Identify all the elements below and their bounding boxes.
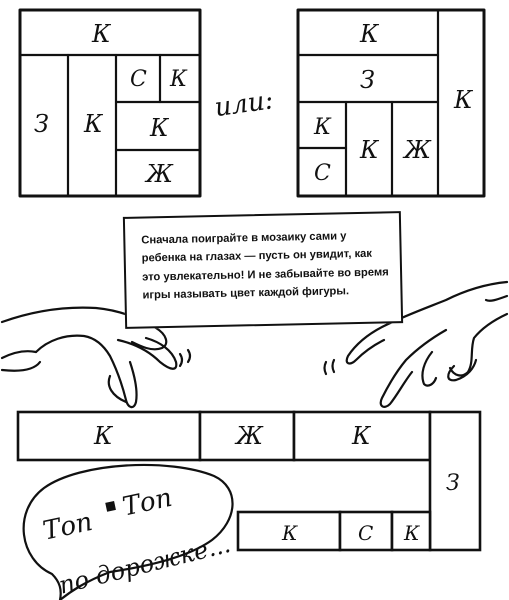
speech-bubble: Топ Топ по дорожке... xyxy=(22,463,234,600)
mosaic1-small2-letter: К xyxy=(169,67,188,92)
caption-dash-icon xyxy=(105,501,116,512)
mosaic2-small-top-letter: К xyxy=(313,115,332,140)
mosaic1-right-letter: К xyxy=(149,114,170,142)
caption-line1-b: Топ xyxy=(120,483,175,523)
mosaic2-middle-letter: З xyxy=(360,66,375,94)
mosaic1-mid-letter: К xyxy=(83,110,104,138)
mosaic1-bottom-letter: Ж xyxy=(144,160,174,188)
mosaic-1: К З К С К К Ж xyxy=(18,8,202,198)
path-cell-4-letter: К xyxy=(281,521,298,545)
path-cell-1-letter: К xyxy=(93,422,114,450)
caption-line1-a: Топ xyxy=(40,507,95,547)
mosaic1-small1-letter: С xyxy=(130,67,147,92)
path-cell-3-letter: К xyxy=(351,422,372,450)
mosaic1-left-letter: З xyxy=(34,110,49,138)
tile-path: К Ж К З К С К xyxy=(16,410,482,552)
path-turn-letter: З xyxy=(446,471,460,496)
mosaic2-right-cell-letter: Ж xyxy=(402,136,432,164)
connector-text: или: xyxy=(213,85,275,123)
left-hand-icon xyxy=(0,306,192,409)
instruction-text: Сначала поиграйте в мозаику сами у ребен… xyxy=(141,230,389,302)
right-hand-icon xyxy=(323,280,509,408)
mosaic2-top-letter: К xyxy=(359,20,380,48)
mosaic2-mid-letter: К xyxy=(359,136,380,164)
instruction-note: Сначала поиграйте в мозаику сами у ребен… xyxy=(122,211,404,329)
mosaic1-top-letter: К xyxy=(91,20,112,48)
path-cell-2-letter: Ж xyxy=(234,422,264,450)
mosaic2-small-bottom-letter: С xyxy=(314,161,331,186)
caption-line2: по дорожке... xyxy=(56,530,233,600)
mosaic-2: К З К К С К Ж xyxy=(296,8,486,198)
path-cell-6-letter: К xyxy=(403,521,420,545)
mosaic2-right-letter: К xyxy=(453,86,474,114)
path-cell-5-letter: С xyxy=(358,521,373,545)
